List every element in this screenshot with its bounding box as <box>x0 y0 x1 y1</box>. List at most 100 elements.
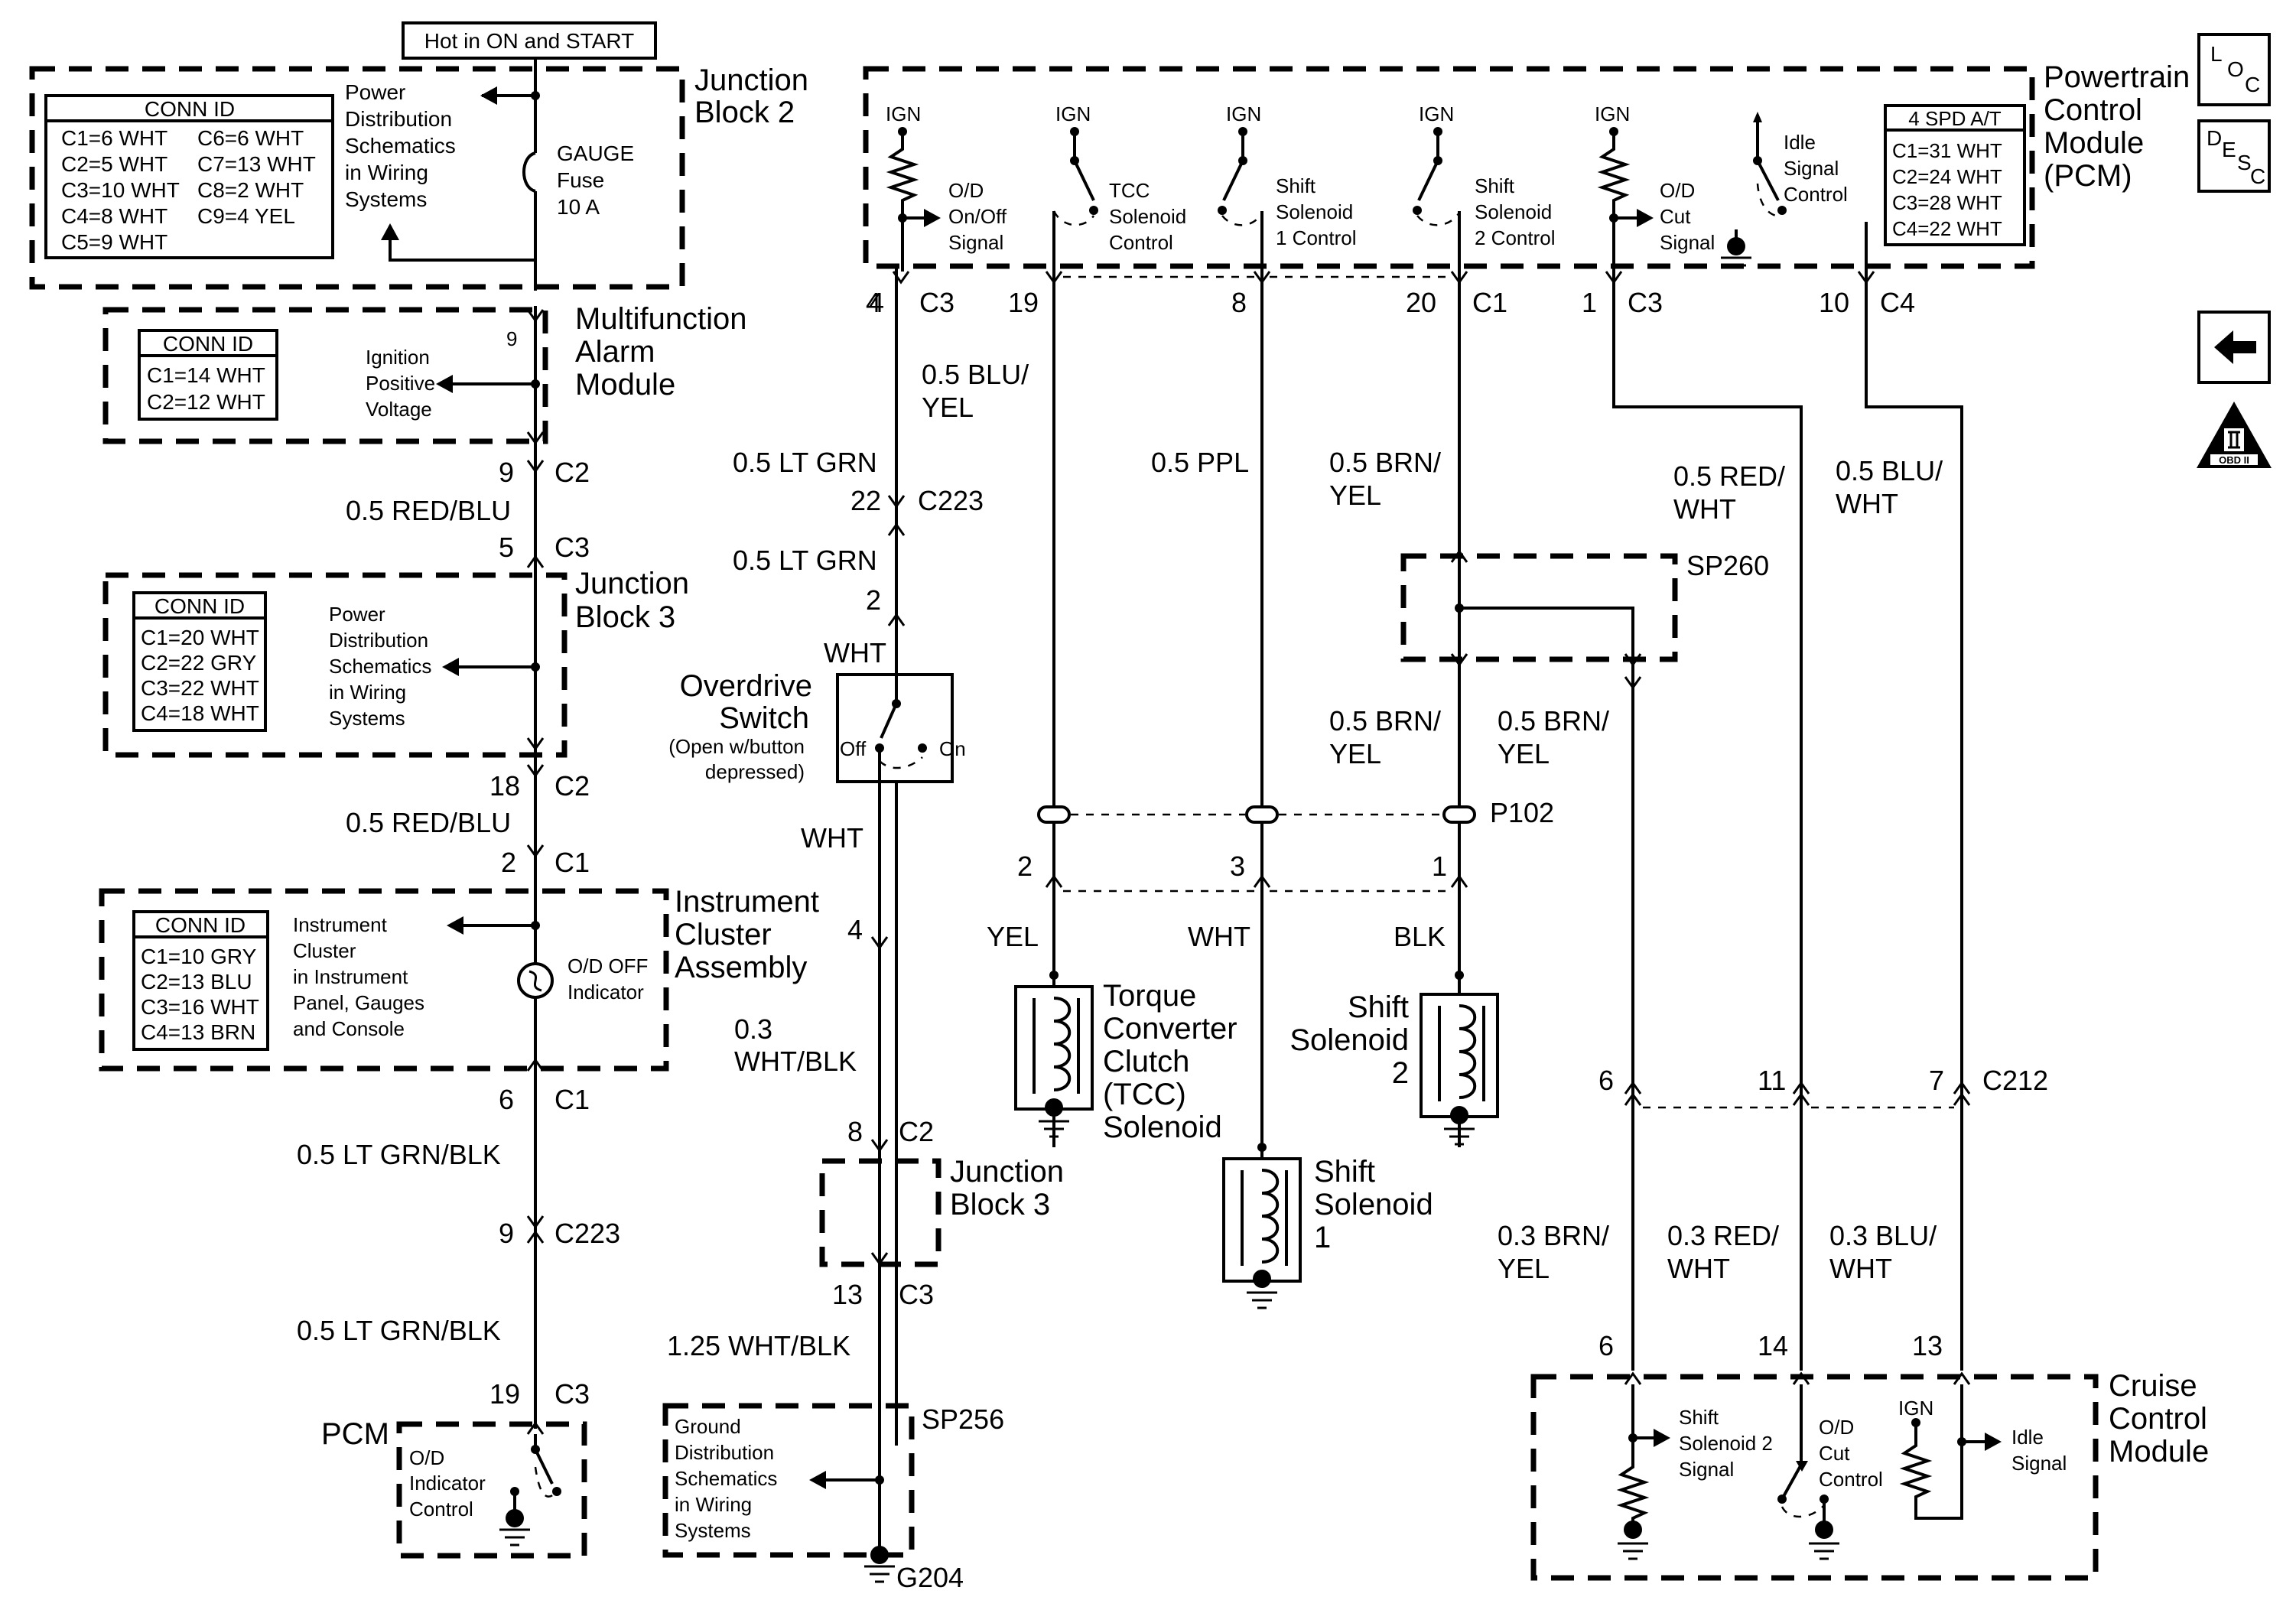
svg-text:Assembly: Assembly <box>675 951 807 984</box>
svg-text:Ignition: Ignition <box>366 346 430 369</box>
svg-text:CONN ID: CONN ID <box>163 332 253 356</box>
svg-text:10: 10 <box>1819 287 1849 318</box>
svg-text:2 Control: 2 Control <box>1475 226 1556 249</box>
svg-text:WHT: WHT <box>801 822 863 854</box>
svg-text:C1=14 WHT: C1=14 WHT <box>147 363 265 387</box>
svg-text:IGN: IGN <box>1898 1397 1933 1420</box>
svg-text:0.5 RED/BLU: 0.5 RED/BLU <box>346 495 511 526</box>
svg-text:YEL: YEL <box>1498 1253 1550 1284</box>
svg-text:On/Off: On/Off <box>948 205 1007 228</box>
svg-text:C2: C2 <box>899 1116 934 1147</box>
svg-text:C1: C1 <box>554 847 590 878</box>
svg-text:C4: C4 <box>1880 287 1915 318</box>
svg-text:(Open w/button: (Open w/button <box>668 735 805 758</box>
junction-block-3: Junction Block 3 CONN ID C1=20 WHT C2=22… <box>102 567 689 758</box>
svg-text:Cluster: Cluster <box>675 918 772 951</box>
svg-text:Shift: Shift <box>1276 174 1316 197</box>
svg-text:P102: P102 <box>1490 797 1554 828</box>
svg-text:C3: C3 <box>554 1378 590 1410</box>
coil-icon <box>1053 997 1072 1091</box>
ground-icon <box>864 1565 895 1583</box>
desc-icon[interactable]: D E S C <box>2197 119 2271 193</box>
svg-text:Module: Module <box>575 368 675 402</box>
pull-up-resistor-icon <box>886 132 919 272</box>
powertrain-control-module: Powertrain Control Module (PCM) IGN IGN … <box>863 60 2190 318</box>
svg-text:0.3: 0.3 <box>734 1013 772 1045</box>
svg-text:0.5 LT GRN: 0.5 LT GRN <box>733 545 877 576</box>
svg-text:Schematics: Schematics <box>345 134 456 158</box>
svg-text:C1=31 WHT: C1=31 WHT <box>1892 139 2002 162</box>
svg-text:C2=24 WHT: C2=24 WHT <box>1892 165 2002 188</box>
svg-text:C: C <box>2250 164 2265 188</box>
svg-text:9: 9 <box>506 327 517 350</box>
svg-text:Converter: Converter <box>1103 1012 1237 1046</box>
svg-text:SP256: SP256 <box>922 1403 1004 1435</box>
svg-text:C2=22 GRY: C2=22 GRY <box>141 651 257 675</box>
svg-text:Shift: Shift <box>1348 990 1409 1024</box>
svg-text:Shift: Shift <box>1314 1155 1375 1189</box>
instrument-cluster-assembly: Instrument Cluster Assembly CONN ID C1=1… <box>99 885 819 1072</box>
svg-text:Signal: Signal <box>1784 157 1839 180</box>
loc-icon[interactable]: L O C <box>2197 33 2271 106</box>
svg-text:WHT: WHT <box>824 637 886 668</box>
back-arrow-icon[interactable] <box>2197 311 2271 384</box>
svg-text:Cluster: Cluster <box>293 939 356 962</box>
svg-text:Block 3: Block 3 <box>950 1188 1050 1221</box>
svg-text:YEL: YEL <box>922 392 974 423</box>
svg-text:0.5 LT GRN: 0.5 LT GRN <box>733 447 877 478</box>
svg-text:C3=22 WHT: C3=22 WHT <box>141 676 259 700</box>
svg-text:C9=4 YEL: C9=4 YEL <box>197 204 295 228</box>
svg-text:C3: C3 <box>554 532 590 563</box>
svg-text:Shift: Shift <box>1475 174 1515 197</box>
solenoid-harness: 0.5 BLU/ YEL 0.5 PPL 0.5 BRN/ YEL SP260 … <box>922 272 1769 1309</box>
svg-text:0.5 LT GRN/BLK: 0.5 LT GRN/BLK <box>297 1315 501 1346</box>
svg-text:C2=5 WHT: C2=5 WHT <box>61 152 167 176</box>
svg-text:C3=28 WHT: C3=28 WHT <box>1892 191 2002 214</box>
svg-text:C4=22 WHT: C4=22 WHT <box>1892 217 2002 240</box>
svg-text:C223: C223 <box>554 1218 620 1249</box>
svg-text:SP260: SP260 <box>1686 550 1769 581</box>
svg-text:Control: Control <box>2109 1402 2207 1436</box>
svg-text:0.3 RED/: 0.3 RED/ <box>1667 1220 1779 1251</box>
svg-text:1 Control: 1 Control <box>1276 226 1357 249</box>
svg-text:0.5 BRN/: 0.5 BRN/ <box>1329 705 1441 737</box>
svg-text:C: C <box>2245 73 2260 96</box>
svg-text:IGN: IGN <box>1595 102 1630 125</box>
svg-text:and Console: and Console <box>293 1017 405 1040</box>
svg-text:O/D OFF: O/D OFF <box>567 955 648 977</box>
svg-text:22: 22 <box>850 485 881 516</box>
svg-text:C1: C1 <box>554 1084 590 1115</box>
svg-text:9: 9 <box>499 457 514 488</box>
svg-text:Control: Control <box>2044 93 2142 127</box>
svg-text:G204: G204 <box>896 1562 964 1593</box>
svg-text:O/D: O/D <box>1819 1416 1854 1439</box>
svg-text:YEL: YEL <box>987 921 1039 952</box>
svg-text:Instrument: Instrument <box>675 885 819 919</box>
svg-text:Junction: Junction <box>575 567 689 600</box>
svg-text:Distribution: Distribution <box>675 1441 774 1464</box>
arrow-left-icon <box>480 86 497 105</box>
svg-text:Overdrive: Overdrive <box>680 669 812 703</box>
svg-text:On: On <box>939 737 966 760</box>
svg-text:Solenoid: Solenoid <box>1289 1023 1409 1057</box>
svg-text:Junction: Junction <box>950 1155 1064 1189</box>
svg-text:C4=8 WHT: C4=8 WHT <box>61 204 167 228</box>
svg-text:C8=2 WHT: C8=2 WHT <box>197 178 304 202</box>
svg-text:20: 20 <box>1406 287 1436 318</box>
svg-text:1: 1 <box>1582 287 1597 318</box>
svg-text:3: 3 <box>1230 851 1245 882</box>
svg-text:10 A: 10 A <box>557 195 600 219</box>
svg-text:O/D: O/D <box>1660 179 1695 202</box>
svg-text:D: D <box>2207 126 2222 150</box>
svg-text:IGN: IGN <box>886 102 921 125</box>
svg-text:19: 19 <box>1008 287 1039 318</box>
svg-text:C1=10 GRY: C1=10 GRY <box>141 945 257 968</box>
svg-text:depressed): depressed) <box>705 760 805 783</box>
left-harness: 9 C2 0.5 RED/BLU 5 C3 <box>346 451 590 765</box>
obd-ii-icon[interactable]: OBD II <box>2197 402 2272 468</box>
left-harness-3: 6 C1 0.5 LT GRN/BLK 9 C223 0.5 LT GRN/BL… <box>297 1071 620 1429</box>
svg-text:in Wiring: in Wiring <box>345 161 428 184</box>
svg-text:0.5 BRN/: 0.5 BRN/ <box>1329 447 1441 478</box>
svg-text:C3: C3 <box>899 1279 934 1310</box>
